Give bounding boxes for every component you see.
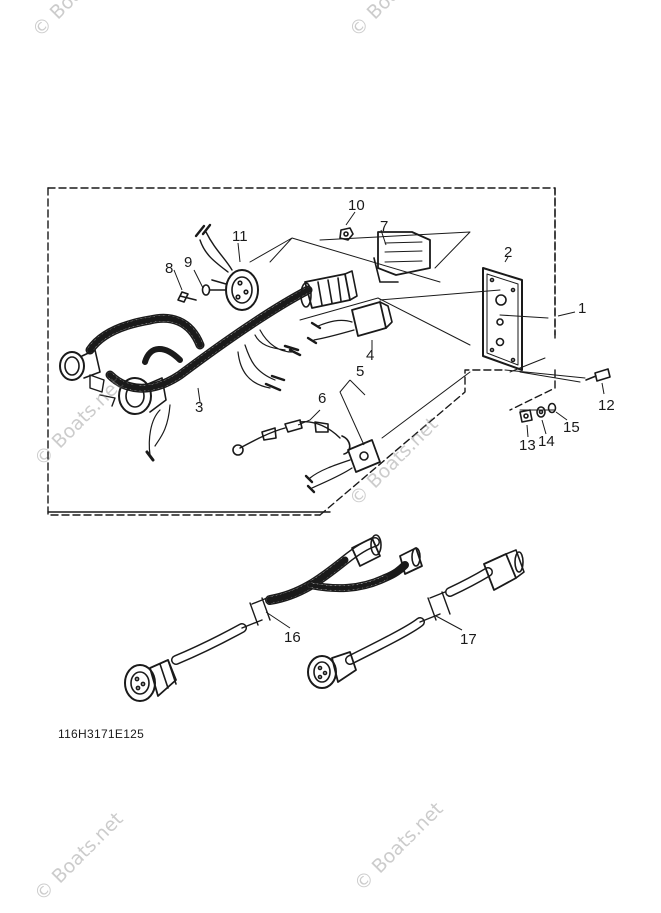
bolt-12 xyxy=(585,368,611,382)
lanyard-cord-6 xyxy=(232,419,351,456)
leader-lines xyxy=(249,231,586,439)
callout-14: 14 xyxy=(538,433,555,450)
callout-17: 17 xyxy=(460,631,477,648)
diagram-code: 116H3171E125 xyxy=(58,727,145,741)
mounting-bracket xyxy=(373,231,431,283)
meter-11 xyxy=(194,223,259,311)
washer-9 xyxy=(201,284,211,296)
callout-6: 6 xyxy=(318,390,326,407)
callout-8: 8 xyxy=(165,260,173,277)
washer-14 xyxy=(536,406,546,418)
nut-13 xyxy=(519,409,533,423)
callout-10: 10 xyxy=(348,197,365,214)
callout-11: 11 xyxy=(232,228,248,245)
callout-3: 3 xyxy=(195,399,203,416)
callouts: 1 2 3 4 5 6 7 8 9 10 11 12 13 14 15 16 1… xyxy=(165,197,615,648)
callout-leaders xyxy=(173,211,605,631)
callout-5: 5 xyxy=(356,363,364,380)
assembly-boundary-left xyxy=(47,187,321,516)
callout-15: 15 xyxy=(563,419,580,436)
switch-panel-plate xyxy=(482,267,523,371)
callout-4: 4 xyxy=(366,347,374,364)
callout-1: 1 xyxy=(578,300,586,317)
assembly-boundary-right xyxy=(319,187,556,516)
nut-10 xyxy=(339,227,354,241)
screw-8 xyxy=(177,291,197,303)
callout-2: 2 xyxy=(504,244,512,261)
callout-12: 12 xyxy=(598,397,615,414)
assembly-boundary xyxy=(47,187,556,513)
extension-cable-17 xyxy=(307,549,525,689)
main-harness-3 xyxy=(59,270,358,462)
callout-9: 9 xyxy=(184,254,192,271)
extension-harness-16 xyxy=(124,534,423,702)
washer-15 xyxy=(547,402,557,414)
callout-16: 16 xyxy=(284,629,301,646)
callout-13: 13 xyxy=(519,437,536,454)
lanyard-switch-5 xyxy=(304,439,381,494)
switch-4 xyxy=(306,301,393,345)
callout-7: 7 xyxy=(380,218,388,235)
